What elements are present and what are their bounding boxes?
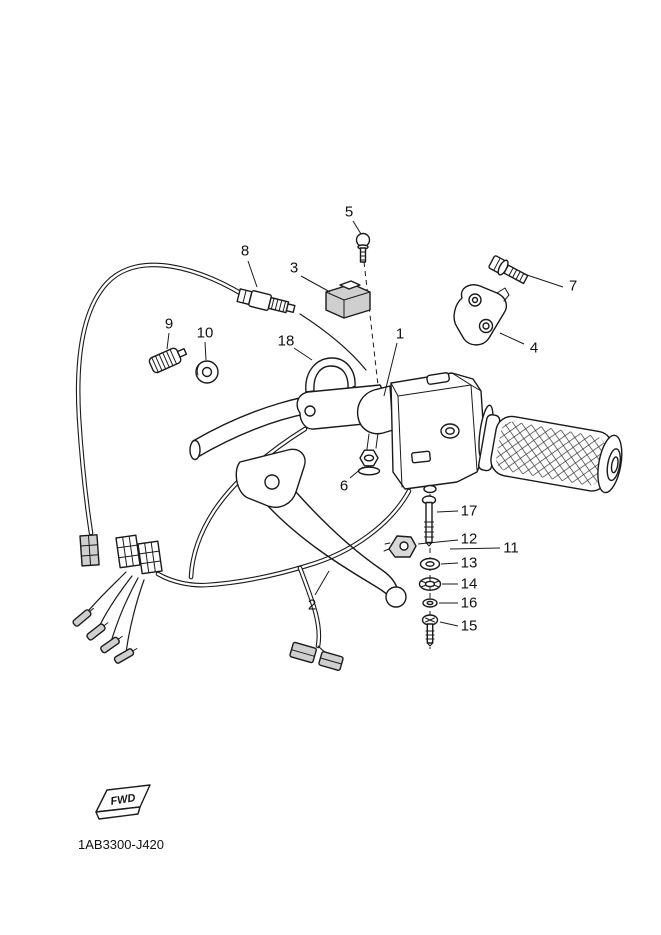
callout-11-leader — [449, 547, 501, 550]
pivot-screw — [355, 232, 371, 263]
callout-14-label: 14 — [461, 576, 478, 593]
knurled-fitting — [148, 347, 188, 374]
spade-connector-2 — [318, 651, 344, 671]
flat-washer — [419, 557, 441, 571]
callout-2-leader — [314, 570, 330, 596]
flange-bolt — [488, 255, 529, 285]
fwd-marker-label: FWD — [110, 792, 137, 808]
callout-16-label: 16 — [461, 595, 478, 612]
coupler-connector-left — [79, 534, 100, 567]
callout-17-leader — [436, 510, 459, 513]
callout-9-leader — [166, 332, 170, 350]
callout-12-label: 12 — [461, 531, 478, 548]
grommet — [195, 360, 219, 384]
callout-12-leader — [417, 539, 459, 545]
handlebar-grip — [478, 414, 623, 494]
pan-head-screw — [421, 614, 439, 647]
spade-connector-1 — [289, 641, 317, 664]
callout-6-leader — [349, 466, 364, 479]
callout-4-label: 4 — [530, 340, 538, 357]
callout-15-leader — [439, 621, 459, 627]
pin-connector-1 — [115, 534, 141, 569]
callout-7-leader — [523, 273, 564, 288]
throttle-cable-adjuster — [236, 288, 296, 314]
switch-block — [325, 280, 371, 319]
clamp-nut — [357, 432, 381, 476]
small-washer — [422, 598, 438, 608]
bullet-terminal-1 — [72, 607, 94, 627]
callout-4-leader — [499, 332, 525, 345]
screw-axis-line — [363, 261, 380, 395]
callout-5-label: 5 — [345, 204, 353, 221]
callout-5-leader — [352, 220, 362, 235]
callout-6-label: 6 — [340, 478, 348, 495]
fwd-marker: FWD — [95, 784, 151, 820]
bullet-terminal-2 — [86, 622, 109, 641]
bullet-terminal-4 — [113, 648, 138, 664]
brake-lever — [235, 448, 407, 608]
callout-13-label: 13 — [461, 555, 478, 572]
switch-bracket-small — [383, 535, 417, 558]
callout-17-label: 17 — [461, 503, 478, 520]
callout-1-label: 1 — [396, 326, 404, 343]
callout-1-leader — [383, 342, 398, 397]
toothed-washer — [418, 577, 442, 591]
callout-3-label: 3 — [290, 260, 298, 277]
pin-connector-2 — [137, 540, 163, 575]
mounting-bracket — [453, 284, 510, 346]
switch-housing — [356, 372, 494, 494]
screw-long — [421, 495, 437, 547]
callout-13-leader — [440, 562, 459, 565]
bullet-terminal-3 — [100, 635, 123, 654]
callout-18-label: 18 — [278, 333, 295, 350]
callout-18-leader — [293, 347, 313, 361]
callout-3-leader — [300, 275, 331, 293]
part-code: 1AB3300-J420 — [78, 837, 164, 852]
callout-15-label: 15 — [461, 618, 478, 635]
callout-10-label: 10 — [197, 325, 214, 342]
callout-10-leader — [204, 341, 207, 361]
wiring-harness — [75, 262, 412, 662]
callout-8-label: 8 — [241, 243, 249, 260]
callout-7-label: 7 — [569, 278, 577, 295]
callout-8-leader — [247, 260, 258, 288]
callout-11-label: 11 — [503, 540, 519, 557]
callout-9-label: 9 — [165, 316, 173, 333]
callout-2-label: 2 — [308, 597, 316, 614]
